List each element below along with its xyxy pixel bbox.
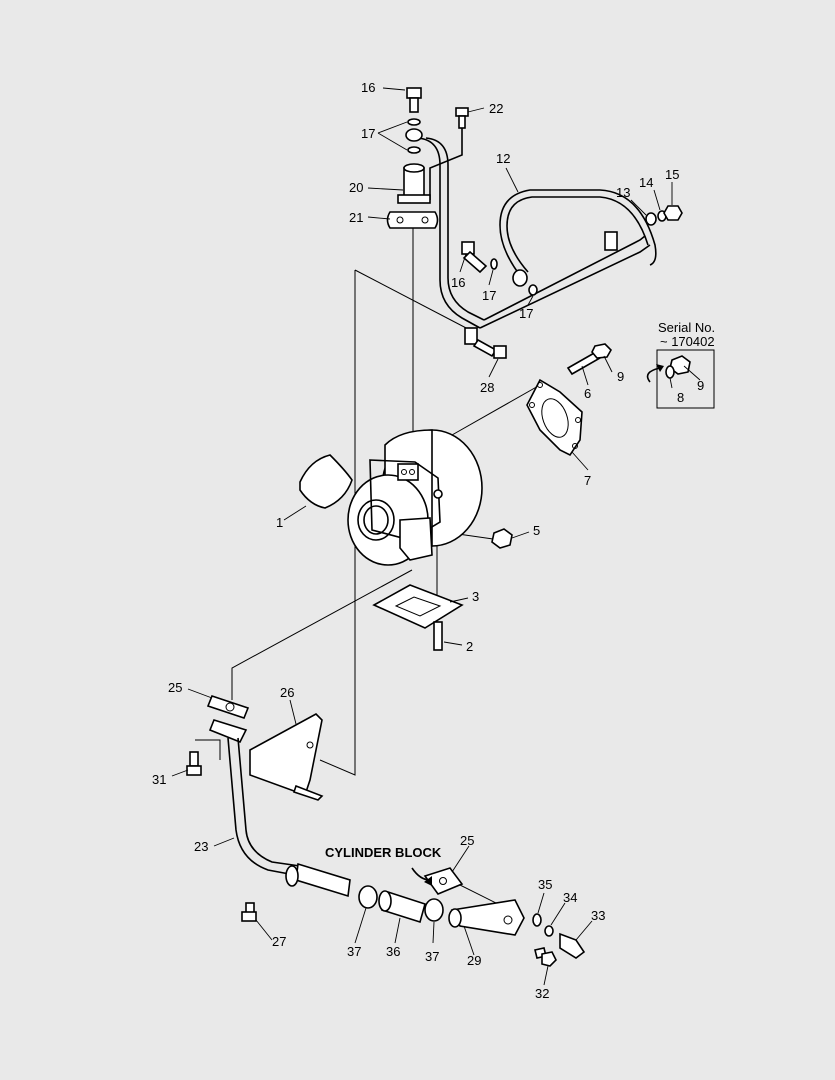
label-31: 31 — [152, 772, 166, 787]
turbocharger-1 — [299, 429, 483, 566]
label-27: 27 — [272, 934, 286, 949]
label-17-right: 17 — [519, 306, 533, 321]
label-7: 7 — [584, 473, 591, 488]
leader-lines — [171, 87, 701, 986]
stud-2 — [433, 621, 443, 651]
label-9: 9 — [617, 369, 624, 384]
banjo-12-end — [512, 269, 528, 287]
gasket-7 — [526, 378, 583, 457]
pipe-29 — [448, 899, 525, 936]
washer-17-mid — [490, 258, 498, 270]
gasket-3 — [372, 584, 464, 629]
label-13: 13 — [616, 185, 630, 200]
drain-pipe-23 — [208, 719, 351, 898]
washers-17-top — [407, 118, 421, 154]
washer-34 — [544, 925, 554, 937]
label-35: 35 — [538, 877, 552, 892]
label-3: 3 — [472, 589, 479, 604]
eye-bolt-16-mid — [461, 241, 488, 274]
bolt-31 — [186, 751, 202, 776]
label-26: 26 — [280, 685, 294, 700]
pipe-clip-upper — [604, 231, 618, 251]
bolt-28 — [472, 338, 507, 359]
label-14: 14 — [639, 175, 653, 190]
label-16-mid: 16 — [451, 275, 465, 290]
label-32: 32 — [535, 986, 549, 1001]
serial-line-2: ~ 170402 — [660, 334, 715, 349]
label-25-lower: 25 — [460, 833, 474, 848]
nut-5 — [491, 528, 513, 549]
pipe-clip — [464, 327, 478, 345]
gasket-21 — [386, 211, 439, 229]
oil-adapter-20 — [397, 163, 431, 204]
gasket-25-top — [206, 695, 250, 719]
label-37-right: 37 — [425, 949, 439, 964]
bolt-22 — [455, 107, 469, 129]
label-12: 12 — [496, 151, 510, 166]
bolt-27 — [241, 902, 257, 922]
label-36: 36 — [386, 944, 400, 959]
label-1: 1 — [276, 515, 283, 530]
label-5: 5 — [533, 523, 540, 538]
nut-15 — [663, 205, 683, 221]
label-33: 33 — [591, 908, 605, 923]
clamp-37-right — [424, 898, 444, 922]
nut-9 — [591, 343, 612, 359]
cylinder-block-label: CYLINDER BLOCK — [325, 845, 442, 860]
washer-35 — [532, 913, 542, 927]
bolt-32 — [534, 947, 557, 967]
label-8: 8 — [677, 390, 684, 405]
label-37-left: 37 — [347, 944, 361, 959]
banjo-fitting — [405, 128, 423, 142]
label-23: 23 — [194, 839, 208, 854]
serial-line-1: Serial No. — [658, 320, 715, 335]
label-29: 29 — [467, 953, 481, 968]
label-22: 22 — [489, 101, 503, 116]
label-34: 34 — [563, 890, 577, 905]
label-25-top: 25 — [168, 680, 182, 695]
cylinder-block-arrow — [411, 867, 432, 886]
label-17-top: 17 — [361, 126, 375, 141]
label-15: 15 — [665, 167, 679, 182]
clamp-37-left — [358, 885, 378, 909]
gasket-25-lower — [423, 867, 464, 895]
fitting-33 — [559, 932, 586, 959]
washer-13 — [645, 212, 657, 226]
label-16-top: 16 — [361, 80, 375, 95]
hose-36 — [378, 890, 426, 924]
part-numbers: 16 22 17 12 15 14 20 13 21 16 17 17 Seri… — [152, 80, 715, 1001]
label-17-mid: 17 — [482, 288, 496, 303]
oil-feed-pipe — [417, 128, 657, 329]
bracket-26 — [249, 713, 324, 801]
washer-17-right — [528, 284, 538, 296]
label-28: 28 — [480, 380, 494, 395]
label-9-right: 9 — [697, 378, 704, 393]
label-21: 21 — [349, 210, 363, 225]
serial-box — [646, 349, 715, 409]
guide-lines — [195, 225, 541, 916]
label-20: 20 — [349, 180, 363, 195]
eye-bolt-16-top — [406, 87, 422, 113]
label-2: 2 — [466, 639, 473, 654]
label-6: 6 — [584, 386, 591, 401]
